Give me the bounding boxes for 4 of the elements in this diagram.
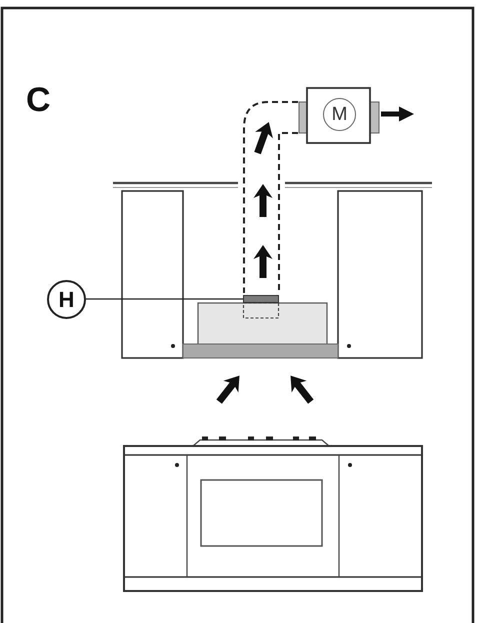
callout-label: H <box>47 280 86 319</box>
panel-letter: C <box>26 83 51 117</box>
duct-collar <box>243 295 279 303</box>
leader-line <box>86 298 243 300</box>
